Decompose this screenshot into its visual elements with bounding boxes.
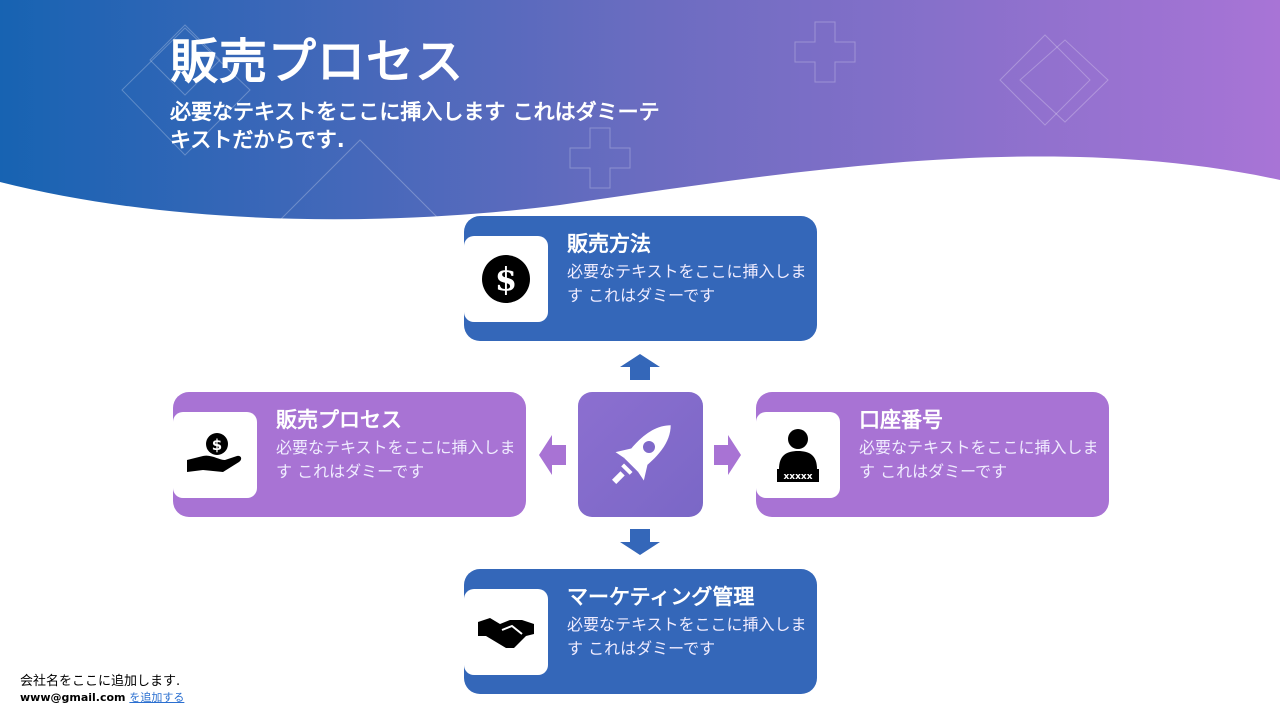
svg-text:xxxxx: xxxxx [783,472,812,482]
svg-text:$: $ [495,260,517,298]
card-sales-process: $ 販売プロセス 必要なテキストをここに挿入します これはダミーです [173,392,526,517]
card-account-number: xxxxx 口座番号 必要なテキストをここに挿入します これはダミーです [756,392,1109,517]
page-title: 販売プロセス [170,34,465,90]
center-rocket-tile [578,392,703,517]
arrow-left-icon [539,435,566,475]
arrow-up-icon [620,354,660,380]
handshake-icon [464,589,548,675]
card-title: マーケティング管理 [567,585,755,609]
page-subtitle: 必要なテキストをここに挿入します これはダミーテキストだからです. [170,100,660,152]
card-description: 必要なテキストをここに挿入します これはダミーです [567,262,807,305]
company-name: 会社名をここに追加します. [20,674,181,689]
card-description: 必要なテキストをここに挿入します これはダミーです [276,438,516,481]
footer-contact: www@gmail.com を追加する [20,689,184,705]
card-description: 必要なテキストをここに挿入します これはダミーです [859,438,1099,481]
card-title: 口座番号 [859,408,943,432]
card-marketing-management: マーケティング管理 必要なテキストをここに挿入します これはダミーです [464,569,817,694]
person-account-icon: xxxxx [756,412,840,498]
dollar-coin-icon: $ [464,236,548,322]
add-link[interactable]: を追加する [129,691,185,704]
svg-text:$: $ [212,436,222,454]
card-title: 販売方法 [567,232,651,256]
card-title: 販売プロセス [276,408,402,432]
rocket-icon [611,424,671,484]
arrow-right-icon [714,435,741,475]
email-text: www@gmail.com [20,691,126,704]
card-description: 必要なテキストをここに挿入します これはダミーです [567,615,807,658]
card-sales-method: $ 販売方法 必要なテキストをここに挿入します これはダミーです [464,216,817,341]
header-background [0,0,1280,221]
hand-coin-icon: $ [173,412,257,498]
arrow-down-icon [620,529,660,555]
